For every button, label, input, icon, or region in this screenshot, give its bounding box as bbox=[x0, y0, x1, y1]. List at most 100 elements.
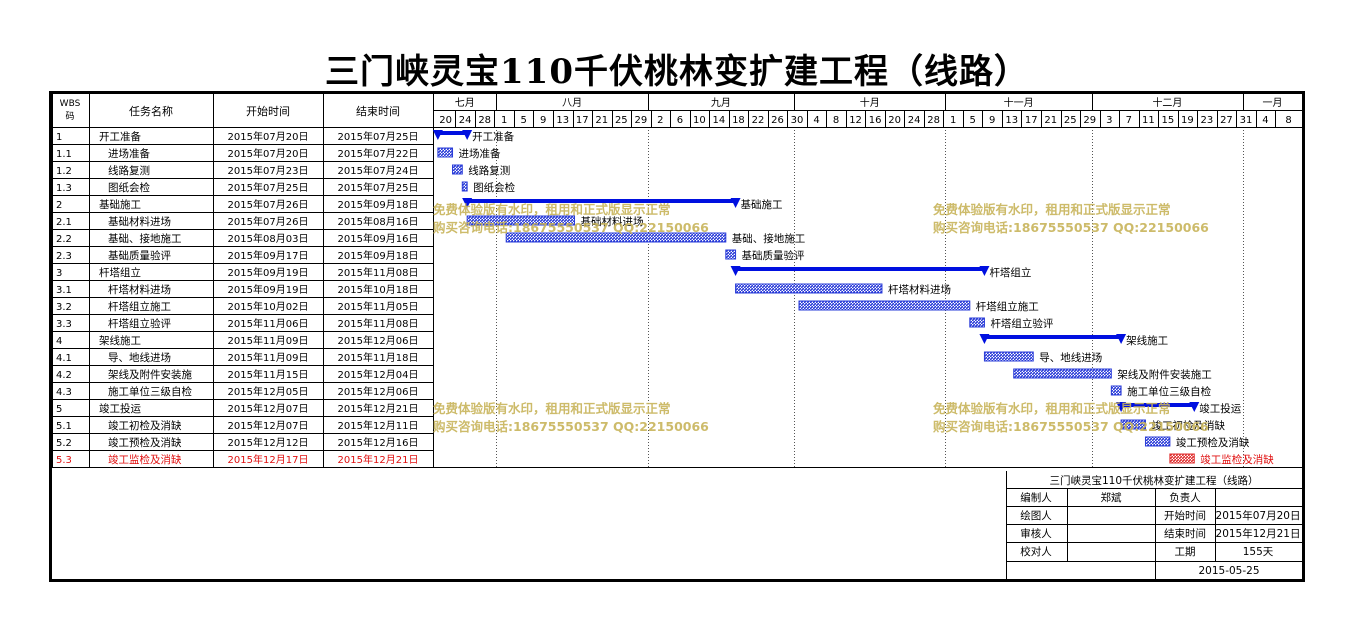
month-label: 十二月 bbox=[1152, 96, 1182, 109]
task-bar bbox=[461, 181, 468, 192]
task-bar bbox=[466, 215, 576, 226]
task-bar bbox=[452, 164, 463, 175]
day-tick-label: 5 bbox=[969, 115, 975, 126]
task-bar bbox=[1169, 453, 1195, 464]
day-tick-label: 24 bbox=[459, 115, 472, 126]
day-tick-label: 3 bbox=[1106, 115, 1112, 126]
task-wbs: 1.2 bbox=[56, 166, 72, 177]
task-start: 2015年11月09日 bbox=[228, 334, 309, 347]
watermark-line1: 免费体验版有水印，租用和正式版显示正常 bbox=[933, 202, 1171, 217]
task-end: 2015年11月08日 bbox=[338, 317, 419, 330]
task-bar-label: 竣工预检及消缺 bbox=[1176, 436, 1250, 449]
info-date: 2015-05-25 bbox=[1198, 565, 1259, 577]
task-end: 2015年11月05日 bbox=[338, 300, 419, 313]
task-bar-label: 杆塔组立施工 bbox=[976, 300, 1039, 313]
info-drafter-label: 绘图人 bbox=[1020, 509, 1052, 522]
day-tick-label: 11 bbox=[1142, 115, 1155, 126]
task-bar-label: 杆塔材料进场 bbox=[888, 283, 951, 296]
task-name: 导、地线进场 bbox=[108, 351, 171, 364]
task-wbs: 2 bbox=[56, 200, 62, 211]
task-end: 2015年12月21日 bbox=[338, 402, 419, 415]
summary-bar-end-marker bbox=[979, 266, 990, 276]
task-bar bbox=[735, 283, 883, 294]
summary-bar-label: 架线施工 bbox=[1126, 334, 1168, 347]
summary-bar-start-marker bbox=[979, 334, 990, 344]
task-name: 杆塔组立验评 bbox=[108, 317, 171, 330]
watermark-line1: 免费体验版有水印，租用和正式版显示正常 bbox=[433, 401, 671, 416]
watermark-line2: 购买咨询电话:18675550537 QQ:22150066 bbox=[933, 419, 1209, 434]
task-wbs: 4.1 bbox=[56, 353, 72, 364]
info-owner-label: 负责人 bbox=[1169, 491, 1201, 504]
task-name: 架线及附件安装施 bbox=[108, 368, 192, 381]
task-bar-label: 基础、接地施工 bbox=[732, 232, 806, 245]
summary-bar-end-marker bbox=[462, 130, 473, 140]
day-tick-label: 21 bbox=[595, 115, 608, 126]
task-wbs: 2.1 bbox=[56, 217, 72, 228]
task-wbs: 5.3 bbox=[56, 455, 72, 466]
info-reviewer-label: 审核人 bbox=[1020, 527, 1052, 540]
info-compiler-label: 编制人 bbox=[1020, 491, 1052, 504]
task-bar-label: 进场准备 bbox=[459, 147, 501, 160]
task-end: 2015年10月18日 bbox=[338, 283, 419, 296]
task-bar-label: 杆塔组立验评 bbox=[990, 317, 1053, 330]
task-name: 杆塔组立 bbox=[99, 266, 141, 279]
summary-bar-end-marker bbox=[1189, 402, 1200, 412]
task-bar bbox=[725, 249, 737, 260]
task-wbs: 3 bbox=[56, 268, 62, 279]
task-bar-label: 竣工监检及消缺 bbox=[1200, 453, 1274, 466]
task-start: 2015年10月02日 bbox=[228, 300, 309, 313]
task-end: 2015年09月16日 bbox=[338, 232, 419, 245]
day-tick-label: 9 bbox=[540, 115, 546, 126]
day-tick-label: 8 bbox=[1285, 115, 1291, 126]
info-start: 2015年07月20日 bbox=[1216, 509, 1301, 522]
task-wbs: 2.2 bbox=[56, 234, 72, 245]
task-start: 2015年12月17日 bbox=[228, 453, 309, 466]
header-start: 开始时间 bbox=[246, 104, 290, 118]
task-end: 2015年12月21日 bbox=[338, 453, 419, 466]
task-wbs: 4 bbox=[56, 336, 62, 347]
summary-bar-end-marker bbox=[730, 198, 741, 208]
task-bar bbox=[798, 300, 971, 311]
summary-bar-label: 开工准备 bbox=[472, 130, 514, 143]
summary-bar bbox=[984, 335, 1122, 339]
info-start-label: 开始时间 bbox=[1164, 509, 1206, 522]
task-start: 2015年07月26日 bbox=[228, 215, 309, 228]
task-start: 2015年07月20日 bbox=[228, 130, 309, 143]
task-start: 2015年09月17日 bbox=[228, 249, 309, 262]
watermark-line2: 购买咨询电话:18675550537 QQ:22150066 bbox=[433, 220, 709, 235]
task-name: 基础、接地施工 bbox=[108, 232, 182, 245]
task-start: 2015年12月07日 bbox=[228, 419, 309, 432]
task-bar bbox=[437, 147, 454, 158]
task-bar-label: 导、地线进场 bbox=[1039, 351, 1102, 364]
day-tick-label: 23 bbox=[1201, 115, 1214, 126]
task-end: 2015年11月18日 bbox=[338, 351, 419, 364]
summary-bar bbox=[1121, 403, 1195, 407]
month-label: 十一月 bbox=[1004, 96, 1034, 109]
page-title: 三门峡灵宝110千伏桃林变扩建工程（线路） bbox=[325, 52, 1029, 92]
task-end: 2015年12月06日 bbox=[338, 334, 419, 347]
month-label: 七月 bbox=[455, 97, 475, 109]
task-start: 2015年07月20日 bbox=[228, 147, 309, 160]
task-bar bbox=[1144, 436, 1171, 447]
day-tick-label: 22 bbox=[752, 115, 765, 126]
task-wbs: 3.2 bbox=[56, 302, 72, 313]
task-bar-label: 竣工初检及消缺 bbox=[1151, 419, 1225, 432]
task-start: 2015年09月19日 bbox=[228, 266, 309, 279]
summary-bar-label: 基础施工 bbox=[741, 198, 783, 211]
day-tick-label: 1 bbox=[950, 115, 956, 126]
task-name: 杆塔材料进场 bbox=[108, 283, 171, 296]
day-tick-label: 28 bbox=[478, 115, 491, 126]
task-wbs: 4.2 bbox=[56, 370, 72, 381]
task-end: 2015年12月04日 bbox=[338, 368, 419, 381]
summary-bar bbox=[467, 199, 736, 203]
task-bar bbox=[1013, 368, 1112, 379]
task-end: 2015年07月25日 bbox=[338, 181, 419, 194]
summary-bar-label: 杆塔组立 bbox=[989, 266, 1031, 279]
task-start: 2015年07月25日 bbox=[228, 181, 309, 194]
day-tick-label: 6 bbox=[677, 115, 683, 126]
watermark-line1: 免费体验版有水印，租用和正式版显示正常 bbox=[933, 401, 1171, 416]
task-wbs: 1.1 bbox=[56, 149, 72, 160]
